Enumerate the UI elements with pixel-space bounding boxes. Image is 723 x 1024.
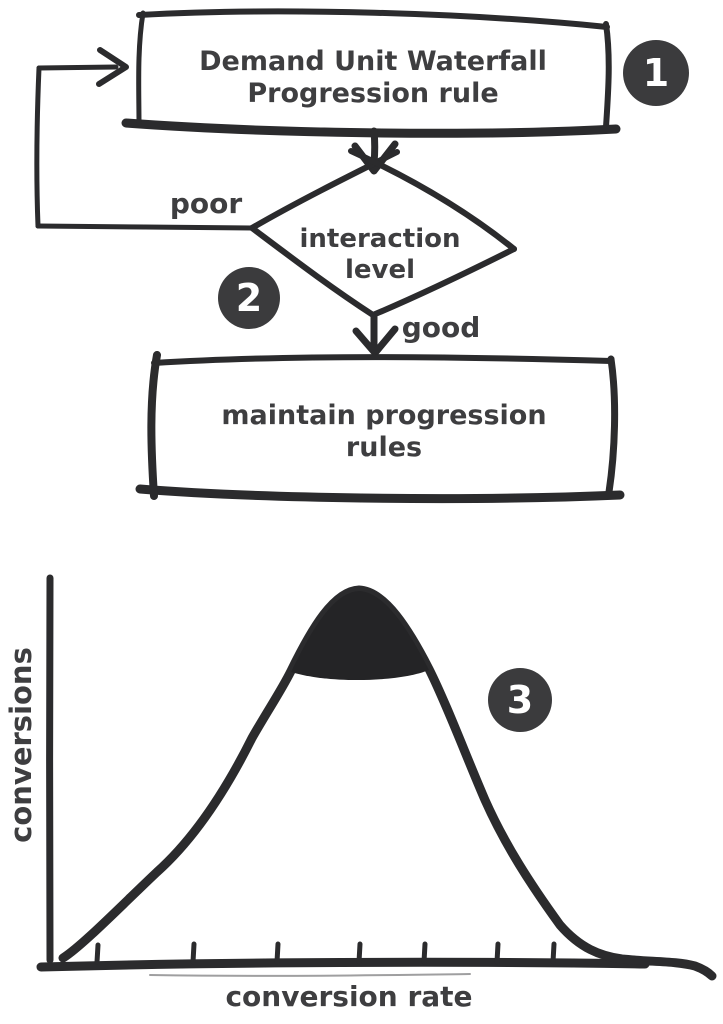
bell-curve-peak-fill (291, 591, 429, 681)
step1-box-left-edge (136, 10, 146, 127)
y-axis-label: conversions (4, 647, 38, 843)
diamond-top-right-edge (348, 148, 517, 252)
step2-box-bottom-edge (135, 484, 625, 504)
decision-diamond: interaction level (249, 148, 517, 318)
tick-mark (274, 941, 281, 965)
badge-2-circle (218, 267, 280, 329)
badge-3-circle (488, 668, 552, 732)
tick-mark (421, 941, 428, 965)
diamond-bottom-left-edge (249, 225, 376, 318)
step2-box-left-edge (147, 351, 161, 500)
feedback-line-bottom (35, 223, 255, 231)
step2-label-line2: rules (346, 432, 422, 463)
feedback-loop-poor: poor (34, 47, 255, 231)
arrow-stem (370, 127, 379, 167)
step1-label-line2: Progression rule (247, 78, 498, 109)
tick-mark (550, 941, 557, 965)
feedback-line-vertical (34, 65, 42, 229)
step1-box-right-edge (603, 21, 612, 130)
arrow-head-icon (352, 325, 399, 357)
step1-label-line1: Demand Unit Waterfall (199, 46, 547, 77)
step2-box-right-edge (605, 355, 619, 496)
step2-box-top-edge (151, 354, 614, 366)
bell-curve-line (58, 585, 717, 981)
tick-mark (494, 941, 501, 965)
decision-label-line2: level (345, 255, 415, 285)
tick-mark (190, 941, 197, 965)
tick-mark (94, 942, 101, 965)
badge-2-number: 2 (236, 276, 262, 320)
x-axis-ticks (94, 941, 557, 965)
step2-box: maintain progression rules (135, 351, 625, 504)
step1-box: Demand Unit Waterfall Progression rule (121, 8, 621, 138)
badge-1-number: 1 (643, 51, 669, 95)
x-axis-sketch-doubling (149, 973, 471, 977)
step2-label-line1: maintain progression (221, 400, 546, 431)
feedback-arrow-head-icon (96, 47, 129, 87)
feedback-line-top (36, 64, 119, 71)
x-axis (36, 957, 650, 972)
x-axis-label: conversion rate (225, 980, 472, 1013)
badge-1-circle (623, 40, 689, 106)
badge-2: 2 (218, 267, 280, 329)
step1-box-top-edge (136, 8, 610, 30)
decision-label-line1: interaction (300, 224, 461, 254)
diamond-bottom-right-edge (370, 246, 517, 318)
badge-1: 1 (623, 40, 689, 106)
edge-label-good: good (402, 311, 481, 344)
badge-3-number: 3 (507, 678, 533, 722)
tick-mark (356, 941, 363, 965)
badge-3: 3 (488, 668, 552, 732)
arrow-decision-to-step2: good (352, 311, 481, 357)
step1-box-bottom-edge (121, 118, 621, 138)
edge-label-poor: poor (170, 187, 243, 220)
bell-curve-chart: conversions conversion rate (4, 574, 717, 1013)
